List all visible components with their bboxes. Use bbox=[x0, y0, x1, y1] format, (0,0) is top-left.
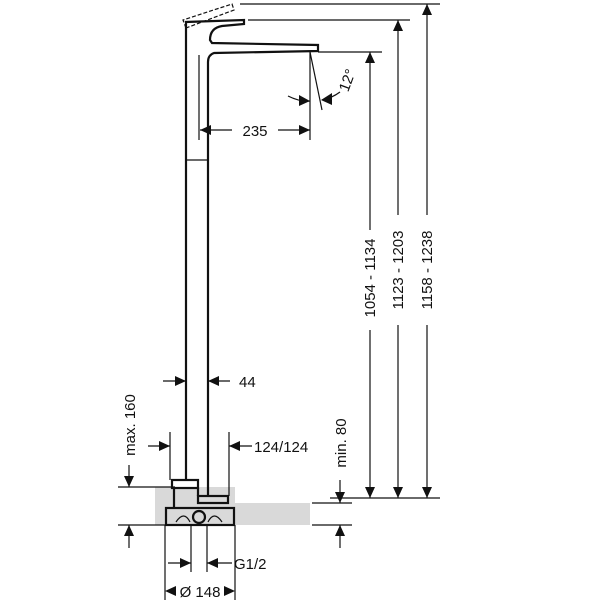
total-height-label: 1158 - 1238 bbox=[419, 231, 436, 310]
base-offset-label: 124/124 bbox=[254, 439, 308, 456]
angle-label: 12° bbox=[336, 67, 360, 94]
max-height-label: max. 160 bbox=[122, 394, 139, 456]
base-diameter-dimension bbox=[164, 525, 236, 600]
spout-height-label: 1054 - 1134 bbox=[362, 239, 379, 318]
min-depth-dimension bbox=[312, 480, 352, 548]
reach-dimension bbox=[198, 52, 311, 140]
base-diameter-label: Ø 148 bbox=[180, 584, 221, 600]
faucet-outline bbox=[164, 3, 320, 527]
thread-label: G1/2 bbox=[234, 556, 267, 573]
max-height-dimension bbox=[118, 465, 175, 548]
thread-dimension bbox=[168, 525, 232, 572]
lever-height-label: 1123 - 1203 bbox=[390, 231, 407, 310]
base-offset-dimension bbox=[148, 432, 252, 496]
min-depth-label: min. 80 bbox=[333, 418, 350, 467]
height-dimensions bbox=[240, 3, 440, 499]
angle-dimension bbox=[287, 51, 341, 111]
pipe-diameter-label: 44 bbox=[239, 374, 256, 391]
floor-area bbox=[155, 487, 310, 525]
pipe-diameter-dimension bbox=[163, 376, 230, 386]
reach-label: 235 bbox=[242, 123, 267, 140]
